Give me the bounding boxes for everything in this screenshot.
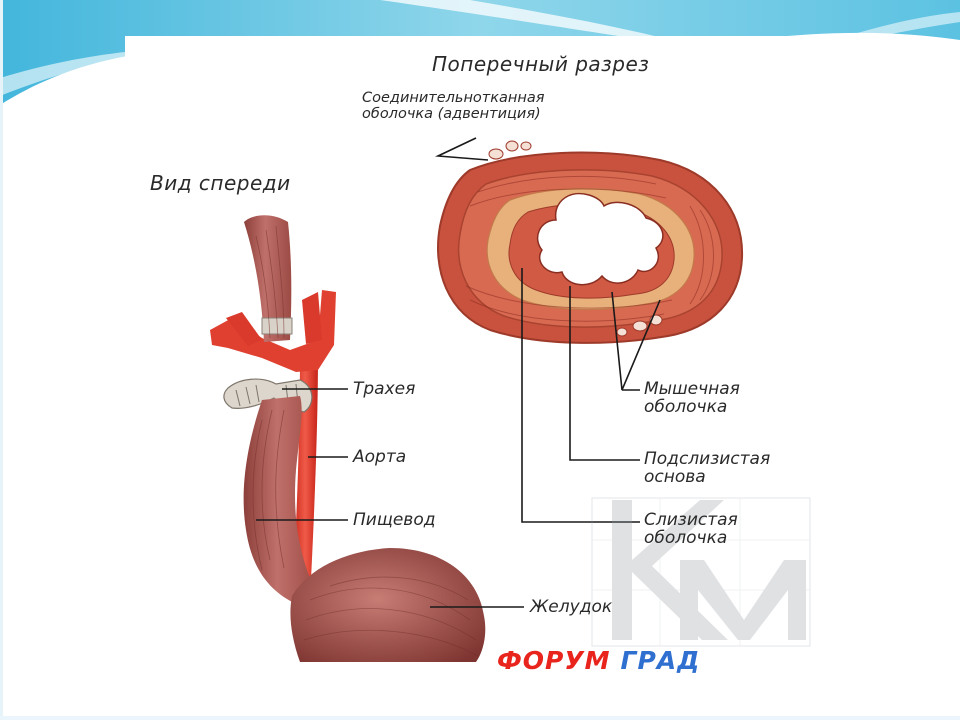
aortic-arch xyxy=(210,290,336,372)
adventitia-label-line1: Соединительнотканная xyxy=(362,90,545,106)
aorta-label: Аорта xyxy=(353,447,407,467)
figure-panel xyxy=(125,36,843,672)
trachea-label: Трахея xyxy=(353,379,416,399)
muscle-striations xyxy=(465,175,714,322)
esophagus-lower xyxy=(243,396,318,602)
submucosa-label-line1: Подслизистая xyxy=(644,449,771,469)
mucosa-leader xyxy=(521,268,640,523)
stomach-fibers xyxy=(303,576,479,657)
watermark-word2: ГРАД xyxy=(620,646,701,675)
background-streak xyxy=(0,48,170,96)
mucosa-label-line1: Слизистая xyxy=(644,510,738,530)
vessels xyxy=(488,140,663,337)
leader-lines xyxy=(256,137,661,608)
stomach-label: Желудок xyxy=(530,597,613,617)
border-bottom xyxy=(0,716,960,720)
aortic-branch xyxy=(302,292,322,344)
lumen xyxy=(536,192,664,286)
muscular-label-line1: Мышечная xyxy=(644,379,740,399)
cross-section-heading: Поперечный разрез xyxy=(432,52,650,76)
adventitia-label-line2: оболочка (адвентиция) xyxy=(362,106,541,122)
submucosa-label-line2: основа xyxy=(644,467,706,487)
esophagus-label: Пищевод xyxy=(353,510,436,530)
stomach xyxy=(290,548,486,662)
watermark-logo xyxy=(591,497,811,647)
esophagus-upper xyxy=(244,215,292,342)
mucosa-label-line2: оболочка xyxy=(644,528,728,548)
submucosa-leader xyxy=(569,286,640,461)
watermark-banner: ФОРУМ ГРАД xyxy=(497,646,700,675)
cross-section xyxy=(437,140,744,344)
aortic-branch xyxy=(226,312,262,346)
front-view-heading: Вид спереди xyxy=(150,171,291,195)
border-left xyxy=(0,0,3,720)
adventitia-leader xyxy=(434,137,489,161)
watermark-word1: ФОРУМ xyxy=(497,646,611,675)
muscle-fibers xyxy=(252,225,285,571)
background-streak xyxy=(840,12,960,44)
muscular-label-line2: оболочка xyxy=(644,397,728,417)
